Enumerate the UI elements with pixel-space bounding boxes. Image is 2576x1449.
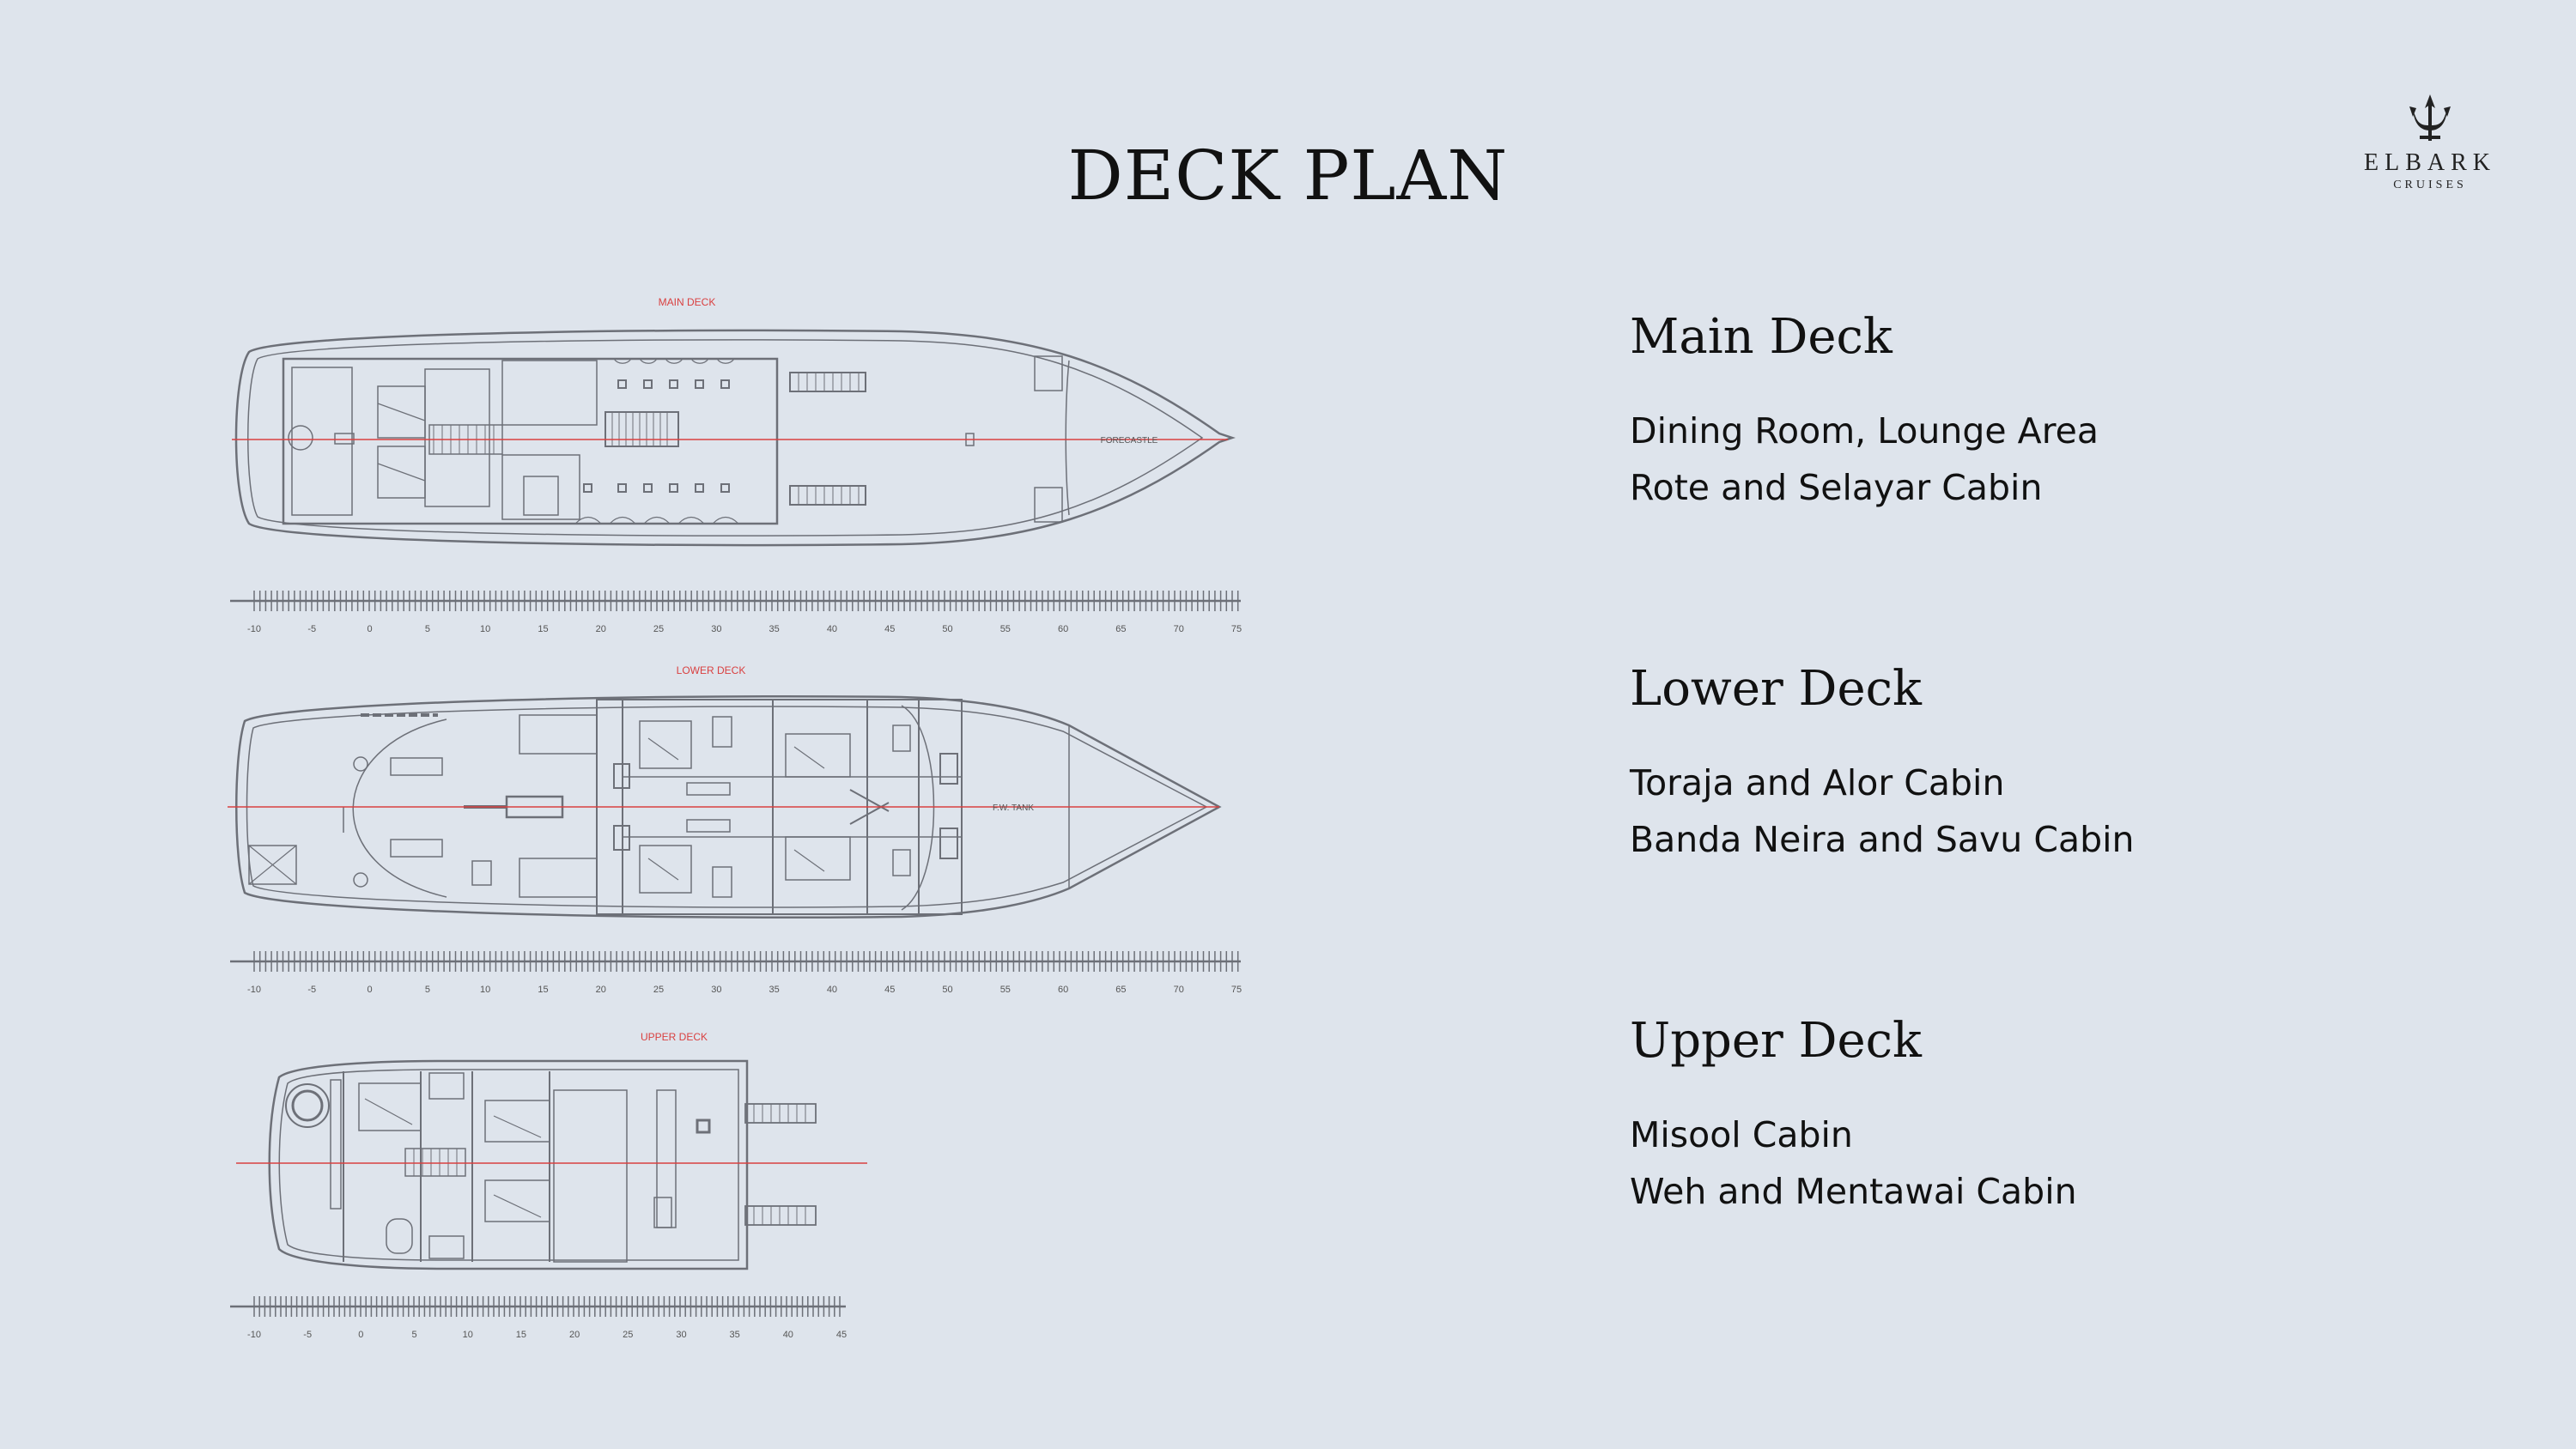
- scale-tick-label: 55: [1000, 624, 1011, 634]
- scale-tick-label: 0: [368, 624, 373, 634]
- scale-tick-label: 10: [480, 985, 490, 995]
- upper-deck-line-1: Misool Cabin: [1630, 1114, 1853, 1155]
- lower-deck-scale: [230, 951, 1241, 972]
- scale-tick-label: 0: [358, 1330, 363, 1340]
- upper-deck-info: Upper Deck Misool Cabin Weh and Mentawai…: [1630, 1013, 2077, 1220]
- scale-tick-label: -10: [247, 624, 261, 634]
- scale-tick-label: 35: [769, 985, 780, 995]
- logo-name: ELBARK: [2364, 149, 2496, 176]
- main-deck-info: Main Deck Dining Room, Lounge Area Rote …: [1630, 309, 2099, 516]
- upper-deck-title: Upper Deck: [1630, 1013, 1922, 1069]
- scale-tick-label: 45: [884, 624, 895, 634]
- scale-tick-label: 20: [596, 985, 606, 995]
- scale-tick-label: 15: [516, 1330, 526, 1340]
- logo-subtitle: CRUISES: [2393, 179, 2467, 191]
- trident-icon: [2409, 94, 2451, 141]
- forecastle-note: FORECASTLE: [1101, 436, 1158, 446]
- scale-tick-label: 30: [711, 985, 721, 995]
- scale-tick-label: 75: [1231, 624, 1242, 634]
- scale-tick-label: 40: [827, 624, 837, 634]
- scale-tick-label: 45: [884, 985, 895, 995]
- scale-tick-label: 50: [942, 624, 952, 634]
- scale-tick-label: -5: [307, 624, 316, 634]
- scale-tick-label: 45: [836, 1330, 847, 1340]
- scale-tick-label: 5: [411, 1330, 416, 1340]
- scale-tick-label: 5: [425, 985, 430, 995]
- scale-tick-label: 40: [827, 985, 837, 995]
- scale-tick-label: 60: [1058, 985, 1068, 995]
- scale-tick-label: 25: [653, 624, 664, 634]
- lower-deck-line-1: Toraja and Alor Cabin: [1630, 762, 2005, 803]
- scale-tick-label: 30: [676, 1330, 686, 1340]
- main-deck-line-1: Dining Room, Lounge Area: [1630, 410, 2099, 452]
- scale-tick-label: 75: [1231, 985, 1242, 995]
- upper-deck-label: UPPER DECK: [641, 1031, 708, 1043]
- scale-tick-label: 15: [538, 985, 548, 995]
- scale-tick-label: 70: [1174, 985, 1184, 995]
- lower-deck-info: Lower Deck Toraja and Alor Cabin Banda N…: [1630, 661, 2134, 868]
- lower-deck-line-2: Banda Neira and Savu Cabin: [1630, 819, 2135, 860]
- scale-tick-label: -10: [247, 1330, 261, 1340]
- main-deck-scale: [230, 591, 1241, 611]
- main-deck-drawing: MAIN DECK: [232, 296, 1236, 547]
- scale-tick-label: 30: [711, 624, 721, 634]
- scale-tick-label: 5: [425, 624, 430, 634]
- scale-tick-label: 70: [1174, 624, 1184, 634]
- scale-tick-label: 20: [569, 1330, 580, 1340]
- scale-tick-label: 15: [538, 624, 548, 634]
- scale-tick-label: 10: [480, 624, 490, 634]
- scale-tick-label: 65: [1115, 985, 1126, 995]
- scale-tick-label: -10: [247, 985, 261, 995]
- main-deck-label: MAIN DECK: [659, 296, 716, 308]
- upper-deck-hull: [268, 1059, 749, 1270]
- lower-deck-title: Lower Deck: [1630, 661, 1922, 717]
- scale-tick-label: -5: [303, 1330, 312, 1340]
- main-deck-line-2: Rote and Selayar Cabin: [1630, 467, 2043, 508]
- upper-deck-line-2: Weh and Mentawai Cabin: [1630, 1171, 2077, 1212]
- scale-tick-label: 35: [769, 624, 780, 634]
- scale-tick-label: 10: [463, 1330, 473, 1340]
- deck-plan-drawings: MAIN DECK: [228, 296, 1242, 1340]
- scale-tick-label: -5: [307, 985, 316, 995]
- brand-logo: ELBARK CRUISES: [2353, 93, 2507, 192]
- lower-deck-label: LOWER DECK: [677, 664, 746, 676]
- lower-deck-drawing: LOWER DECK: [228, 664, 1222, 919]
- scale-tick-label: 20: [596, 624, 606, 634]
- scale-tick-label: 50: [942, 985, 952, 995]
- main-deck-title: Main Deck: [1630, 309, 1893, 365]
- scale-tick-label: 60: [1058, 624, 1068, 634]
- scale-tick-label: 0: [368, 985, 373, 995]
- fw-tank-note: F.W. TANK: [993, 803, 1034, 813]
- upper-deck-scale: [230, 1296, 846, 1317]
- lower-deck-hull: [235, 694, 1222, 919]
- scale-tick-label: 25: [623, 1330, 633, 1340]
- scale-tick-label: 55: [1000, 985, 1011, 995]
- scale-tick-label: 65: [1115, 624, 1126, 634]
- main-deck-hull: [234, 329, 1236, 547]
- scale-tick-label: 40: [783, 1330, 793, 1340]
- page-title: DECK PLAN: [1067, 136, 1509, 215]
- scale-tick-label: 25: [653, 985, 664, 995]
- upper-deck-drawing: UPPER DECK: [236, 1031, 867, 1270]
- scale-tick-label: 35: [730, 1330, 740, 1340]
